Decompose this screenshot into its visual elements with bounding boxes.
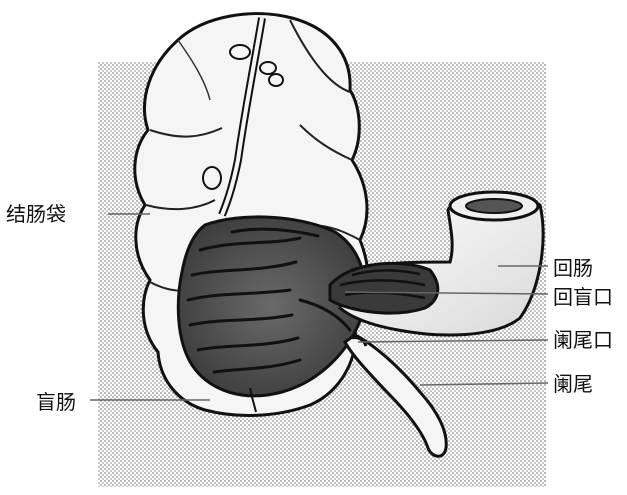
epiploic-appendage	[260, 62, 276, 74]
label-ileum: 回肠	[553, 258, 593, 278]
label-ileocecal-orifice: 回盲口	[553, 287, 613, 307]
label-cecum: 盲肠	[36, 392, 76, 412]
epiploic-appendage	[269, 74, 283, 86]
label-appendix: 阑尾	[553, 374, 593, 394]
epiploic-appendage	[203, 167, 221, 189]
label-appendix-orifice: 阑尾口	[553, 330, 613, 350]
label-colon-haustra: 结肠袋	[6, 204, 66, 224]
epiploic-appendage	[230, 45, 250, 59]
ileum-lumen-inner	[466, 199, 522, 213]
